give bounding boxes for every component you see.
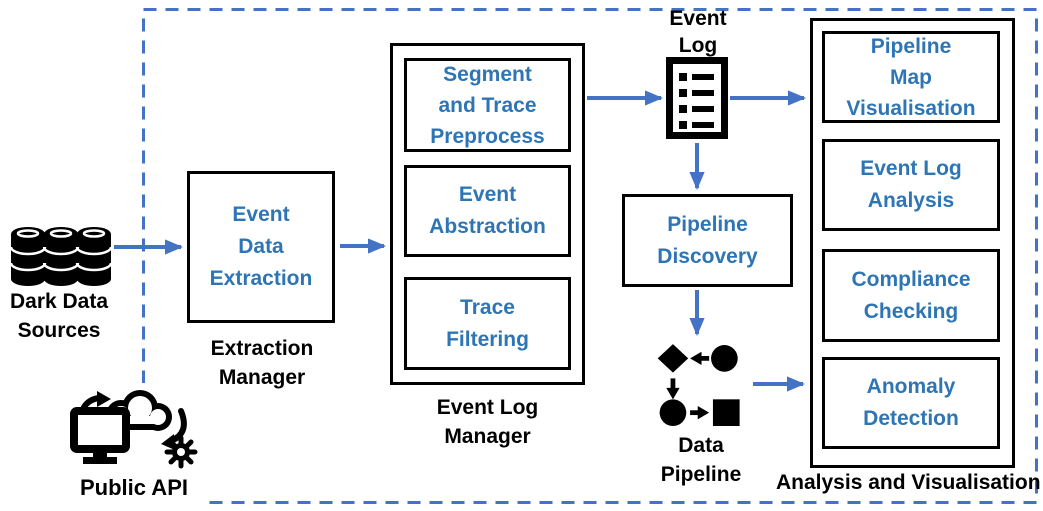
node-segment-trace-preprocess: Segment and Trace Preprocess [404, 58, 571, 152]
label-line: Sources [17, 319, 101, 342]
cloud-computer-gear-icon [70, 390, 198, 469]
node-event-log-analysis: Event Log Analysis [822, 139, 1000, 231]
node-anomaly-detection: Anomaly Detection [822, 357, 1000, 449]
label-line: Event [669, 7, 727, 30]
node-label: Trace Filtering [446, 292, 529, 356]
node-label: Compliance Checking [851, 264, 970, 328]
node-pipeline-map-visualisation: Pipeline Map Visualisation [822, 31, 1000, 123]
public-api-group: Public API [60, 383, 208, 511]
label-line: Data [238, 235, 284, 258]
flowchart-icon [652, 341, 752, 436]
node-pipeline-discovery: Pipeline Discovery [622, 194, 793, 287]
node-label: Pipeline Map Visualisation [846, 31, 975, 124]
label-line: Pipeline [660, 463, 742, 486]
label-line: Log [678, 34, 718, 57]
node-label: Pipeline Discovery [657, 209, 757, 273]
label-line: Detection [863, 407, 959, 430]
label-line: Extraction [209, 267, 313, 290]
analysis-visualisation-label: Analysis and Visualisation [776, 471, 1041, 494]
monitor-icon [70, 407, 130, 464]
label-line: Pipeline [667, 212, 748, 236]
label-line: Manager [218, 366, 306, 389]
label-line: Trace [460, 295, 515, 319]
extraction-manager-label: Extraction Manager [182, 334, 342, 392]
database-stack-icon [6, 226, 116, 293]
label-line: Extraction [210, 337, 314, 360]
label-line: Manager [444, 425, 531, 448]
node-label: Event Log Analysis [860, 153, 962, 217]
label-line: Preprocess [430, 124, 545, 148]
dark-data-sources-label: Dark Data Sources [0, 287, 118, 345]
node-label: Event Abstraction [429, 179, 546, 243]
label-line: Event [458, 183, 517, 206]
node-compliance-checking: Compliance Checking [822, 249, 1000, 342]
node-event-abstraction: Event Abstraction [404, 165, 571, 257]
label-line: Pipeline [870, 34, 952, 58]
document-list-icon [666, 57, 728, 144]
node-trace-filtering: Trace Filtering [404, 277, 571, 370]
node-label: Event Data Extraction [210, 199, 313, 295]
label-line: and Trace [438, 93, 537, 117]
node-label: Segment and Trace Preprocess [430, 59, 544, 152]
data-pipeline-label: Data Pipeline [645, 431, 757, 489]
system-boundary-dashed [142, 8, 1038, 504]
label-line: Abstraction [429, 215, 546, 238]
node-event-data-extraction: Event Data Extraction [187, 171, 335, 323]
label-line: Dark Data [9, 290, 109, 313]
label-line: Event [232, 203, 290, 226]
label-line: Visualisation [846, 96, 976, 120]
public-api-label: Public API [80, 475, 188, 500]
gear-icon [164, 435, 198, 469]
label-line: Segment [443, 62, 532, 86]
node-label: Anomaly Detection [863, 371, 959, 435]
label-line: Map [889, 65, 932, 89]
event-log-manager-label: Event Log Manager [390, 393, 585, 451]
label-line: Anomaly [866, 375, 956, 398]
label-line: Event Log [860, 157, 962, 180]
label-line: Event Log [436, 396, 539, 419]
label-line: Filtering [446, 327, 529, 351]
label-line: Data [678, 434, 724, 457]
label-line: Checking [863, 299, 959, 323]
label-line: Analysis [867, 189, 955, 212]
label-line: Compliance [851, 267, 971, 291]
event-log-label: Event Log [652, 5, 744, 59]
label-line: Discovery [657, 244, 758, 268]
